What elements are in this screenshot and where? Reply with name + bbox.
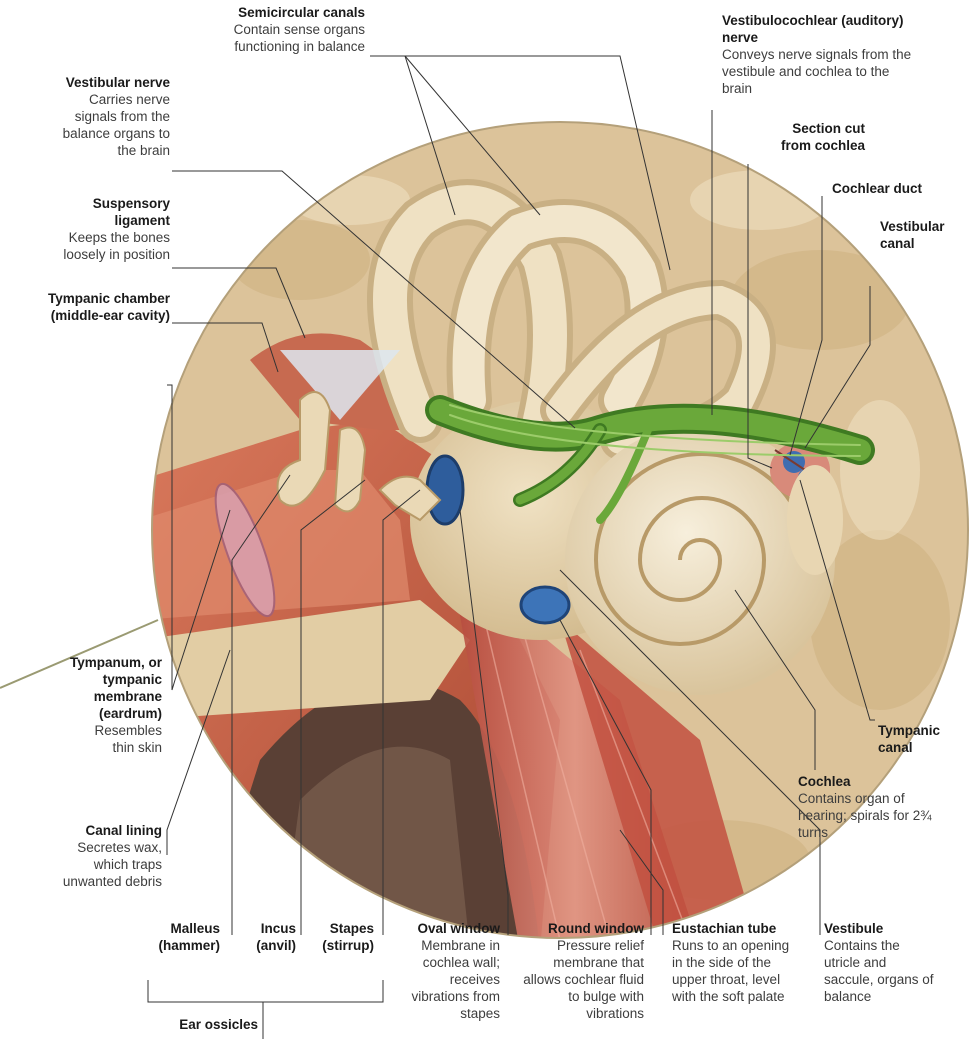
eustachian-desc: Runs to an opening in the side of the up… [672, 937, 802, 1005]
canal-lining-title: Canal lining [10, 822, 162, 839]
ear-ossicles-title: Ear ossicles [140, 1016, 258, 1033]
label-tympanic-canal: Tympanic canal [878, 722, 963, 756]
incus-title: Incus (anvil) [240, 920, 296, 954]
cochlear-duct-title: Cochlear duct [832, 180, 967, 197]
label-incus: Incus (anvil) [240, 920, 296, 954]
tympanic-canal-title: Tympanic canal [878, 722, 963, 756]
label-canal-lining: Canal lining Secretes wax, which traps u… [10, 822, 162, 890]
eustachian-title: Eustachian tube [672, 920, 812, 937]
label-suspensory-ligament: Suspensory ligament Keeps the bones loos… [10, 195, 170, 263]
label-cochlea: Cochlea Contains organ of hearing; spira… [798, 773, 963, 841]
tympanum-desc: Resembles thin skin [92, 722, 162, 756]
label-semicircular-canals: Semicircular canals Contain sense organs… [150, 4, 365, 55]
label-stapes: Stapes (stirrup) [312, 920, 376, 954]
label-cochlear-duct: Cochlear duct [832, 180, 967, 197]
label-malleus: Malleus (hammer) [140, 920, 222, 954]
tympanum-title: Tympanum, or tympanic membrane (eardrum) [67, 654, 162, 722]
label-oval-window: Oval window Membrane in cochlea wall; re… [388, 920, 500, 1022]
canal-lining-desc: Secretes wax, which traps unwanted debri… [42, 839, 162, 890]
label-vestibule: Vestibule Contains the utricle and saccu… [824, 920, 964, 1005]
cochlea-title: Cochlea [798, 773, 963, 790]
label-round-window: Round window Pressure relief membrane th… [512, 920, 644, 1022]
suspensory-title: Suspensory ligament [90, 195, 170, 229]
label-vestibular-nerve: Vestibular nerve Carries nerve signals f… [10, 74, 170, 159]
oval-window-desc: Membrane in cochlea wall; receives vibra… [405, 937, 500, 1022]
vestibular-nerve-title: Vestibular nerve [10, 74, 170, 91]
label-section-cut: Section cut from cochlea [740, 120, 870, 154]
vestibular-canal-title: Vestibular canal [880, 218, 965, 252]
label-vestibular-canal: Vestibular canal [880, 218, 965, 252]
label-tympanic-chamber: Tympanic chamber (middle-ear cavity) [4, 290, 170, 324]
round-window-title: Round window [512, 920, 644, 937]
round-window-desc: Pressure relief membrane that allows coc… [522, 937, 644, 1022]
semicircular-title: Semicircular canals [150, 4, 365, 21]
label-ear-ossicles: Ear ossicles [140, 1016, 258, 1033]
label-tympanum: Tympanum, or tympanic membrane (eardrum)… [30, 654, 162, 756]
section-cut-title: Section cut from cochlea [760, 120, 865, 154]
oval-window-title: Oval window [388, 920, 500, 937]
vestibule-desc: Contains the utricle and saccule, organs… [824, 937, 934, 1005]
suspensory-desc: Keeps the bones loosely in position [25, 229, 170, 263]
cochlea-desc: Contains organ of hearing; spirals for 2… [798, 790, 938, 841]
vestibule-title: Vestibule [824, 920, 964, 937]
vestibular-nerve-desc: Carries nerve signals from the balance o… [55, 91, 170, 159]
stapes-title: Stapes (stirrup) [312, 920, 374, 954]
malleus-title: Malleus (hammer) [140, 920, 220, 954]
label-eustachian-tube: Eustachian tube Runs to an opening in th… [672, 920, 812, 1005]
vestibulocochlear-desc: Conveys nerve signals from the vestibule… [722, 46, 922, 97]
vestibulocochlear-title: Vestibulocochlear (auditory) nerve [722, 12, 922, 46]
semicircular-desc: Contain sense organs functioning in bala… [195, 21, 365, 55]
tympanic-chamber-title: Tympanic chamber (middle-ear cavity) [4, 290, 170, 324]
label-vestibulocochlear-nerve: Vestibulocochlear (auditory) nerve Conve… [722, 12, 922, 97]
